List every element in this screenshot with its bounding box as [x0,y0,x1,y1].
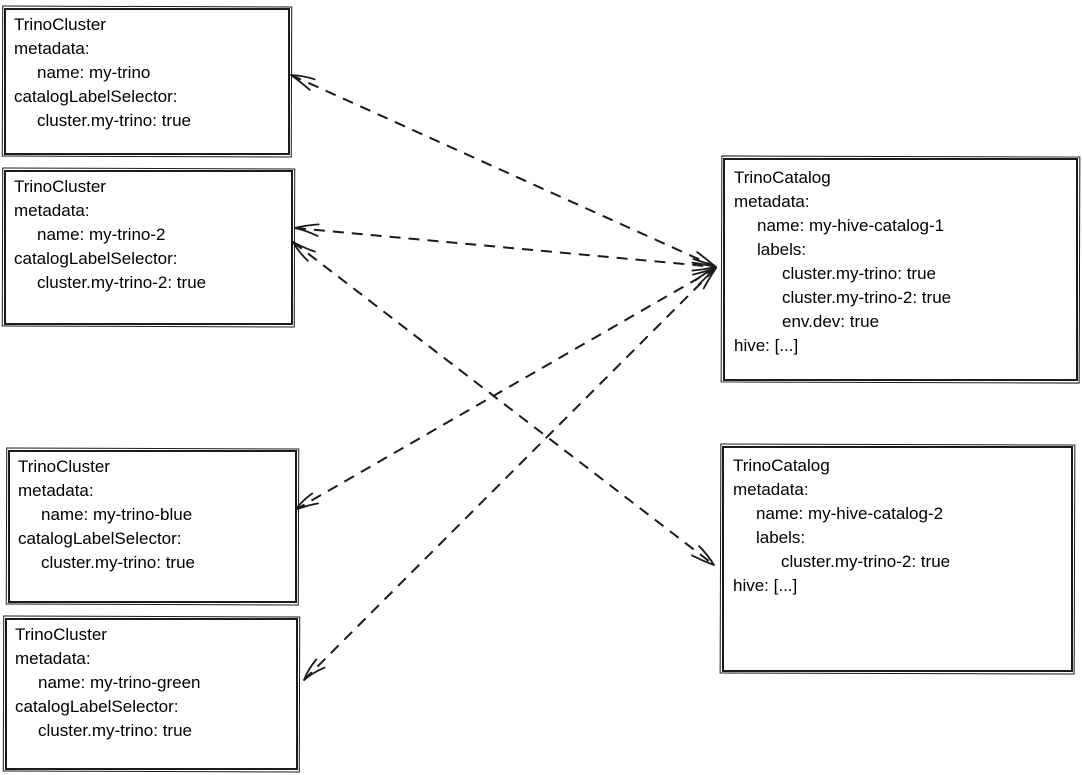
yaml-line: labels: [756,528,806,547]
yaml-line: catalogLabelSelector: [15,697,179,716]
yaml-line: cluster.my-trino: true [37,111,191,130]
trinocluster-my-trino-box: TrinoCluster metadata: name: my-trino ca… [4,8,290,155]
yaml-line: metadata: [18,481,94,500]
box-kind-label: TrinoCluster [14,15,106,34]
yaml-line: name: my-trino-2 [37,225,166,244]
yaml-line: metadata: [14,39,90,58]
box-kind-label: TrinoCatalog [733,456,830,475]
yaml-line: metadata: [734,192,810,211]
yaml-line: cluster.my-trino-2: true [782,288,952,307]
yaml-line: cluster.my-trino-2: true [37,273,207,292]
yaml-line: cluster.my-trino: true [41,553,195,572]
yaml-line: labels: [757,240,807,259]
yaml-line: metadata: [733,480,809,499]
trinocatalog-my-hive-catalog-2-box: TrinoCatalog metadata: name: my-hive-cat… [722,446,1073,672]
box-kind-label: TrinoCluster [18,457,110,476]
yaml-line: metadata: [15,649,91,668]
box-kind-label: TrinoCluster [14,177,106,196]
yaml-line: cluster.my-trino: true [782,264,936,283]
yaml-line: catalogLabelSelector: [14,249,178,268]
arrowhead-at-my-trino-2 [292,241,316,262]
yaml-line: name: my-hive-catalog-2 [756,504,944,523]
yaml-line: cluster.my-trino: true [38,721,192,740]
yaml-line: cluster.my-trino-2: true [781,552,951,571]
trinocluster-my-trino-blue-box: TrinoCluster metadata: name: my-trino-bl… [8,450,297,603]
arrowhead-at-catalog1 [691,258,717,272]
edge-catalog1-mytrino [290,74,717,268]
yaml-line: catalogLabelSelector: [18,529,182,548]
yaml-line: name: my-trino-green [38,673,201,692]
yaml-line: name: my-trino [37,63,151,82]
arrowhead-at-catalog1 [694,267,717,290]
box-kind-label: TrinoCatalog [734,168,831,187]
trinocluster-my-trino-2-box: TrinoCluster metadata: name: my-trino-2 … [4,170,293,325]
arrowhead-at-my-trino-green [303,658,326,681]
trinocatalog-my-hive-catalog-1-box: TrinoCatalog metadata: name: my-hive-cat… [723,158,1078,381]
yaml-line: name: my-trino-blue [41,505,193,524]
yaml-line: hive: [...] [734,336,799,355]
edge-catalog2-mytrino2 [292,241,715,566]
arrowhead-at-my-trino-2 [294,223,320,237]
box-kind-label: TrinoCluster [15,625,107,644]
edge-catalog1-mytrinoblue [294,267,717,511]
arrowhead-at-catalog2 [691,545,715,566]
edge-catalog1-mytrinogreen [303,267,717,681]
yaml-line: name: my-hive-catalog-1 [757,216,945,235]
arrowhead-at-my-trino [290,74,316,91]
yaml-line: hive: [...] [733,576,798,595]
yaml-line: metadata: [14,201,90,220]
trinocluster-my-trino-green-box: TrinoCluster metadata: name: my-trino-gr… [5,618,298,770]
yaml-line: env.dev: true [782,312,880,331]
edge-catalog1-mytrino2 [294,223,717,272]
yaml-line: catalogLabelSelector: [14,87,178,106]
